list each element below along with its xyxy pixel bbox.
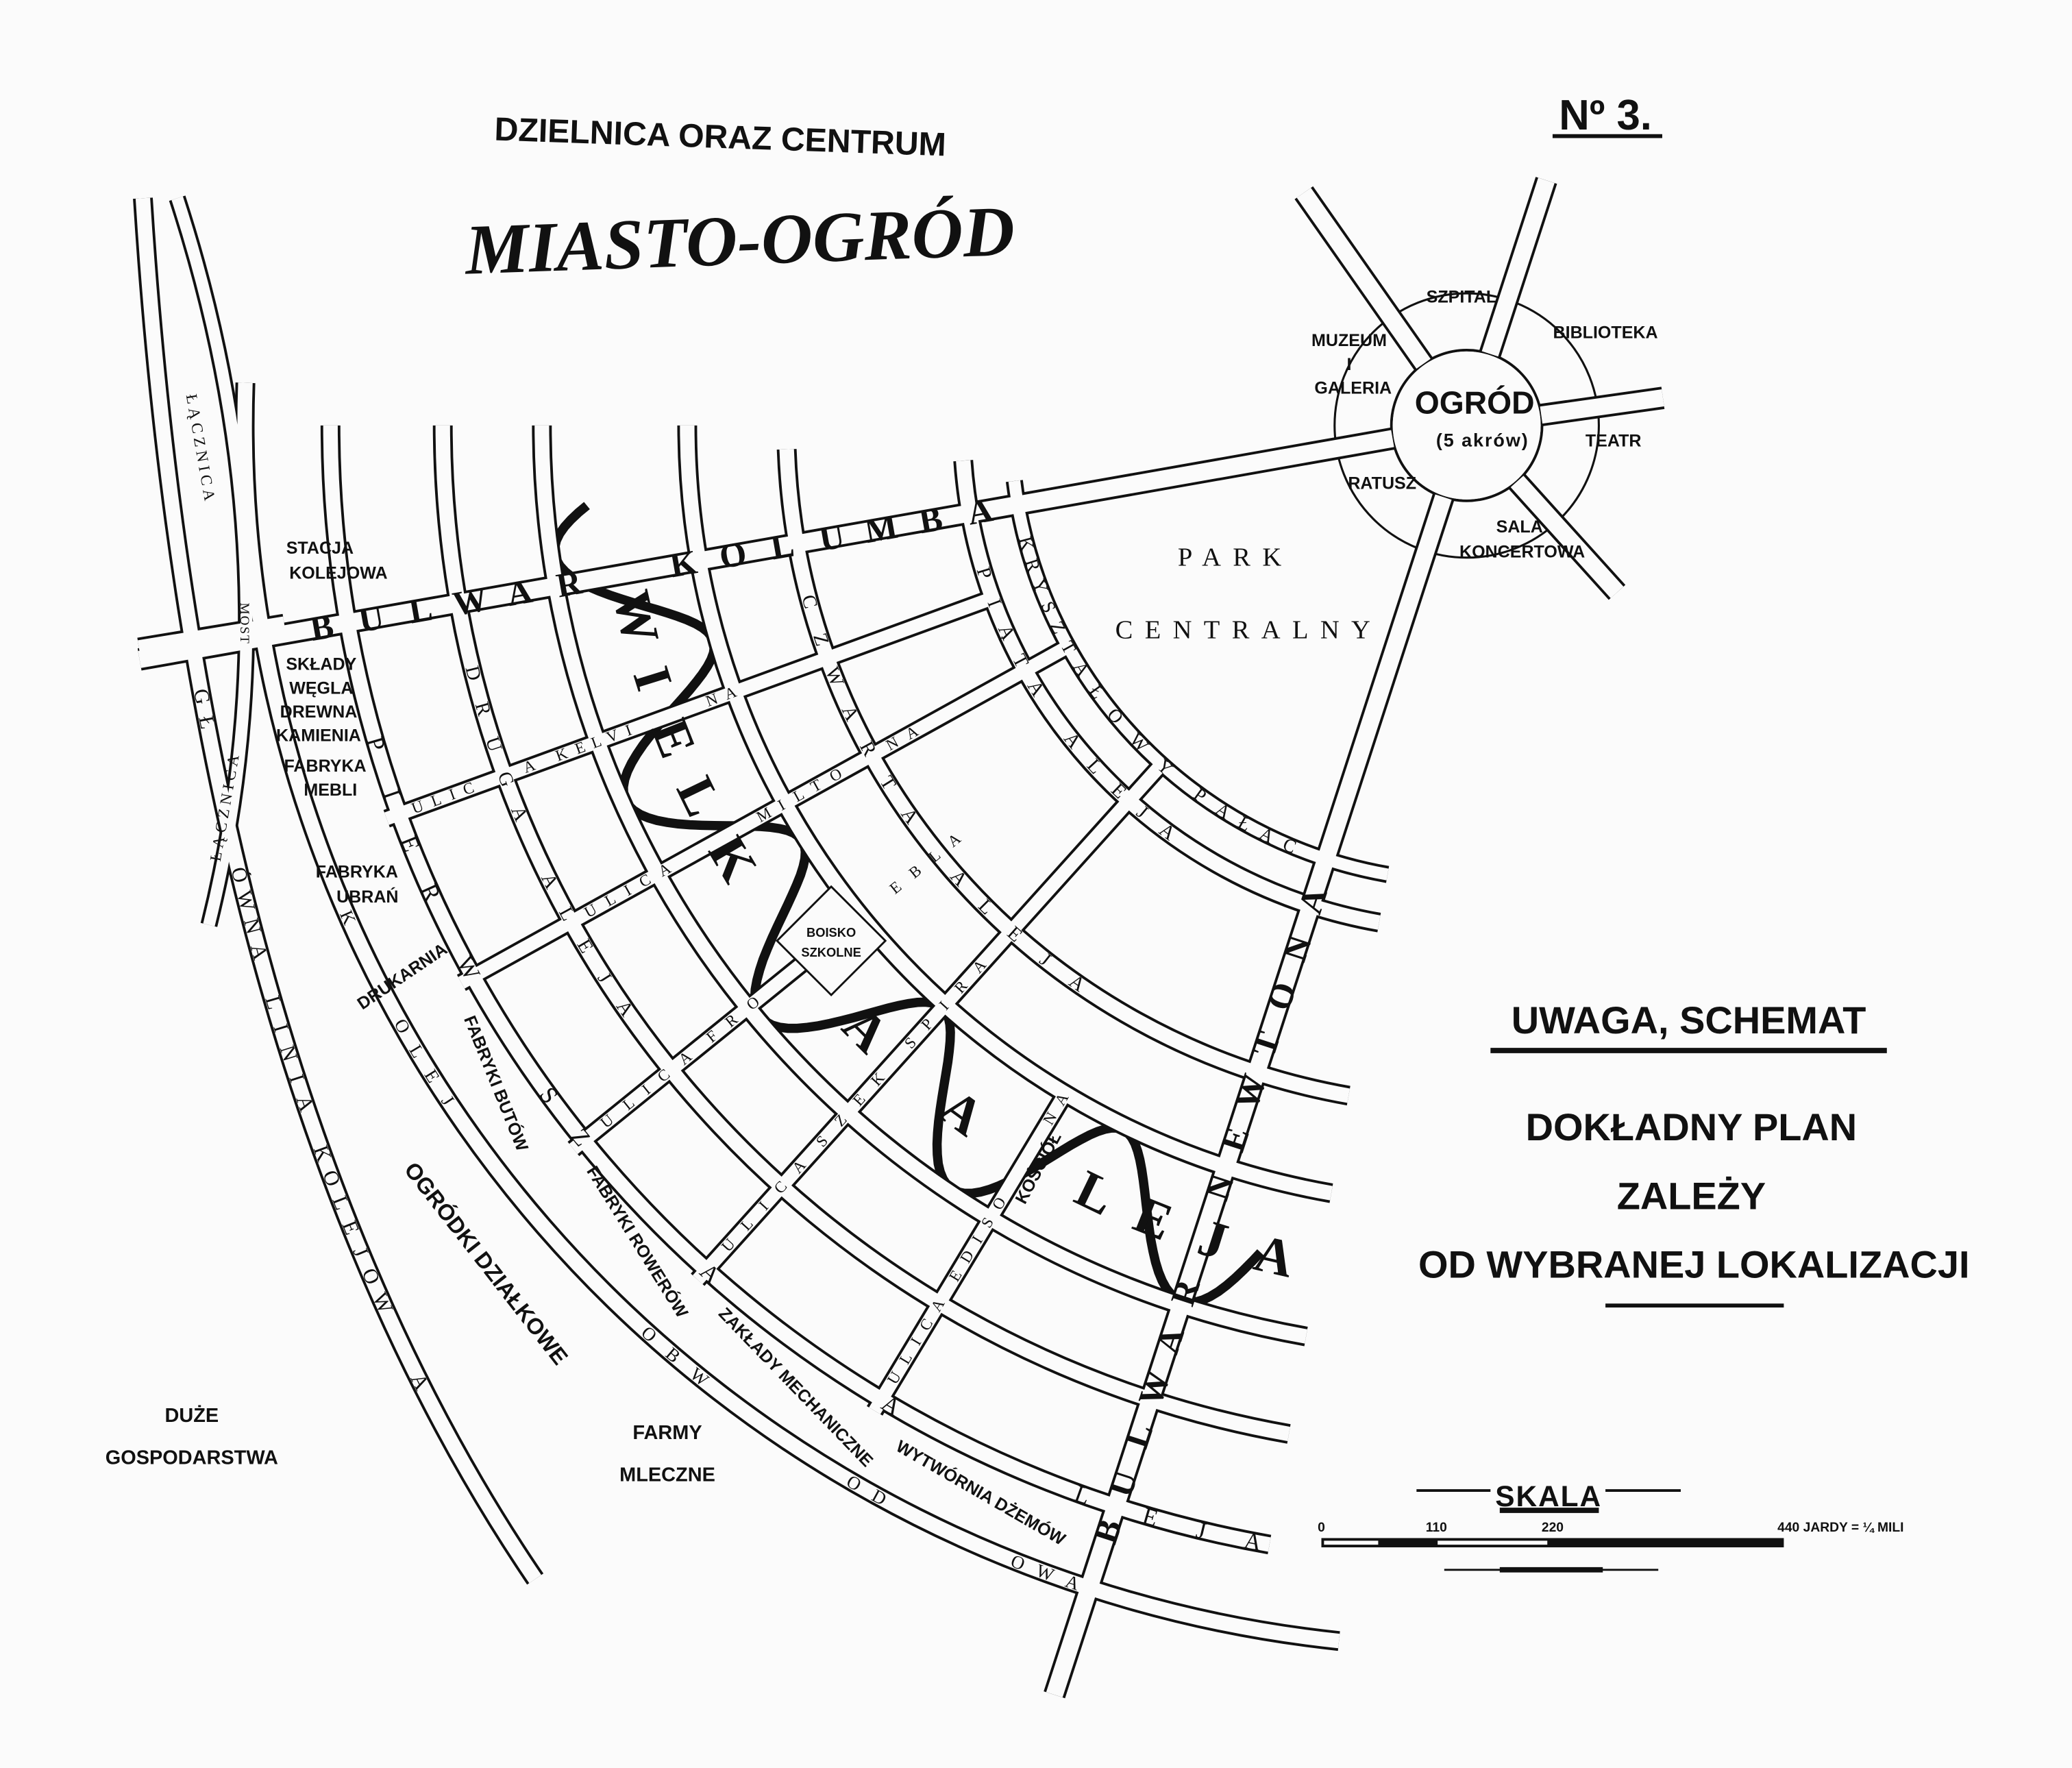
dairy-farms-label-2: MLECZNE (619, 1464, 715, 1486)
garden-label: OGRÓD (1415, 385, 1535, 421)
street-letter: C (460, 778, 476, 799)
plate-number: Nº 3. (1559, 92, 1652, 139)
concert-hall-label-1: SALA (1496, 517, 1543, 537)
western-road (138, 616, 286, 655)
clothing-label-1: FABRYKA (316, 862, 398, 881)
furniture-label-2: MEBLI (304, 781, 357, 800)
street-letter: O (717, 534, 750, 576)
dairy-farms-label-1: FARMY (632, 1422, 702, 1444)
crystal-palace-arcade (1008, 480, 1389, 881)
scale-tick-0: 0 (1318, 1521, 1325, 1535)
museum-and-label: I (1347, 355, 1352, 374)
grand-avenue-outer (534, 425, 1307, 1344)
first-avenue (323, 425, 1271, 1552)
garden-size-label: (5 akrów) (1436, 430, 1529, 451)
ulica-szekspira (693, 759, 1167, 1284)
yards-label-2: WĘGLA (289, 678, 353, 698)
scale-end-label: 440 JARDY = ¼ MILI (1777, 1521, 1903, 1535)
clothing-label-2: UBRAŃ (336, 887, 398, 907)
school-playground-box (775, 885, 887, 997)
scale-tick-220: 220 (1542, 1521, 1564, 1535)
map-title: MIASTO-OGRÓD (463, 191, 1016, 290)
spoke-east (1540, 389, 1664, 424)
fourth-avenue (779, 449, 1350, 1103)
furniture-label-1: FABRYKA (284, 757, 367, 776)
museum-label: MUZEUM (1311, 331, 1387, 350)
ring-railway (237, 382, 1340, 1649)
street-letter: W (449, 579, 490, 623)
street-letter: K (667, 542, 700, 585)
station-label-1: STACJA (286, 539, 354, 558)
second-avenue (435, 425, 1290, 1441)
bulwar-newtona (1046, 494, 1452, 1698)
garden-building-ring (1333, 292, 1600, 559)
garden-ring-outline (1333, 292, 1600, 559)
spoke-north (1481, 177, 1555, 357)
large-farms-label-2: GOSPODARSTWA (106, 1447, 278, 1469)
street-letter: W (602, 585, 671, 649)
yards-label-3: DREWNA (280, 702, 358, 722)
yards-label-4: KAMIENIA (276, 726, 361, 746)
park-label-2: CENTRALNY (1115, 615, 1383, 644)
town-hall-label: RATUSZ (1348, 474, 1416, 493)
fifth-avenue (956, 460, 1381, 930)
note-line-1: DOKŁADNY PLAN (1526, 1105, 1858, 1149)
spoke-northwest (1296, 188, 1431, 369)
scale-tick-110: 110 (1426, 1521, 1447, 1535)
note-line-3: OD WYBRANEJ LOKALIZACJI (1418, 1243, 1969, 1286)
main-railway (135, 197, 541, 1584)
note-heading: UWAGA, SCHEMAT (1512, 998, 1866, 1042)
note-line-2: ZALEŻY (1617, 1174, 1766, 1217)
library-label: BIBLIOTEKA (1553, 323, 1658, 343)
theatre-label: TEATR (1586, 432, 1642, 451)
garden-plaza-edge (1390, 349, 1544, 502)
bulwar-kolumba (138, 430, 1394, 668)
gallery-label: GALERIA (1314, 379, 1392, 398)
concert-hall-label-2: KONCERTOWA (1459, 543, 1585, 562)
central-garden-plaza (1392, 351, 1541, 500)
street-letter: M (862, 507, 900, 550)
spoke-southeast (1510, 476, 1624, 598)
playground-label-1: BOISKO (806, 925, 856, 940)
hospital-label: SZPITAL (1427, 288, 1497, 307)
scale-bar: SKALA 0 110 220 440 JARDY = ¼ MILI (1318, 1480, 1903, 1573)
playground-label-2: SZKOLNE (801, 945, 861, 959)
scale-title: SKALA (1495, 1480, 1602, 1512)
large-farms-label-1: DUŻE (164, 1404, 219, 1427)
station-label-2: KOLEJOWA (289, 564, 387, 583)
park-label-1: PARK (1178, 543, 1294, 572)
ulica-kelvina (384, 591, 995, 825)
yards-label-1: SKŁADY (286, 655, 356, 674)
ulica-miltona (458, 641, 1072, 989)
bridge-label: MOST (237, 603, 251, 645)
ulica-edisona (869, 1090, 1071, 1414)
road-network-fill (135, 177, 1664, 1698)
